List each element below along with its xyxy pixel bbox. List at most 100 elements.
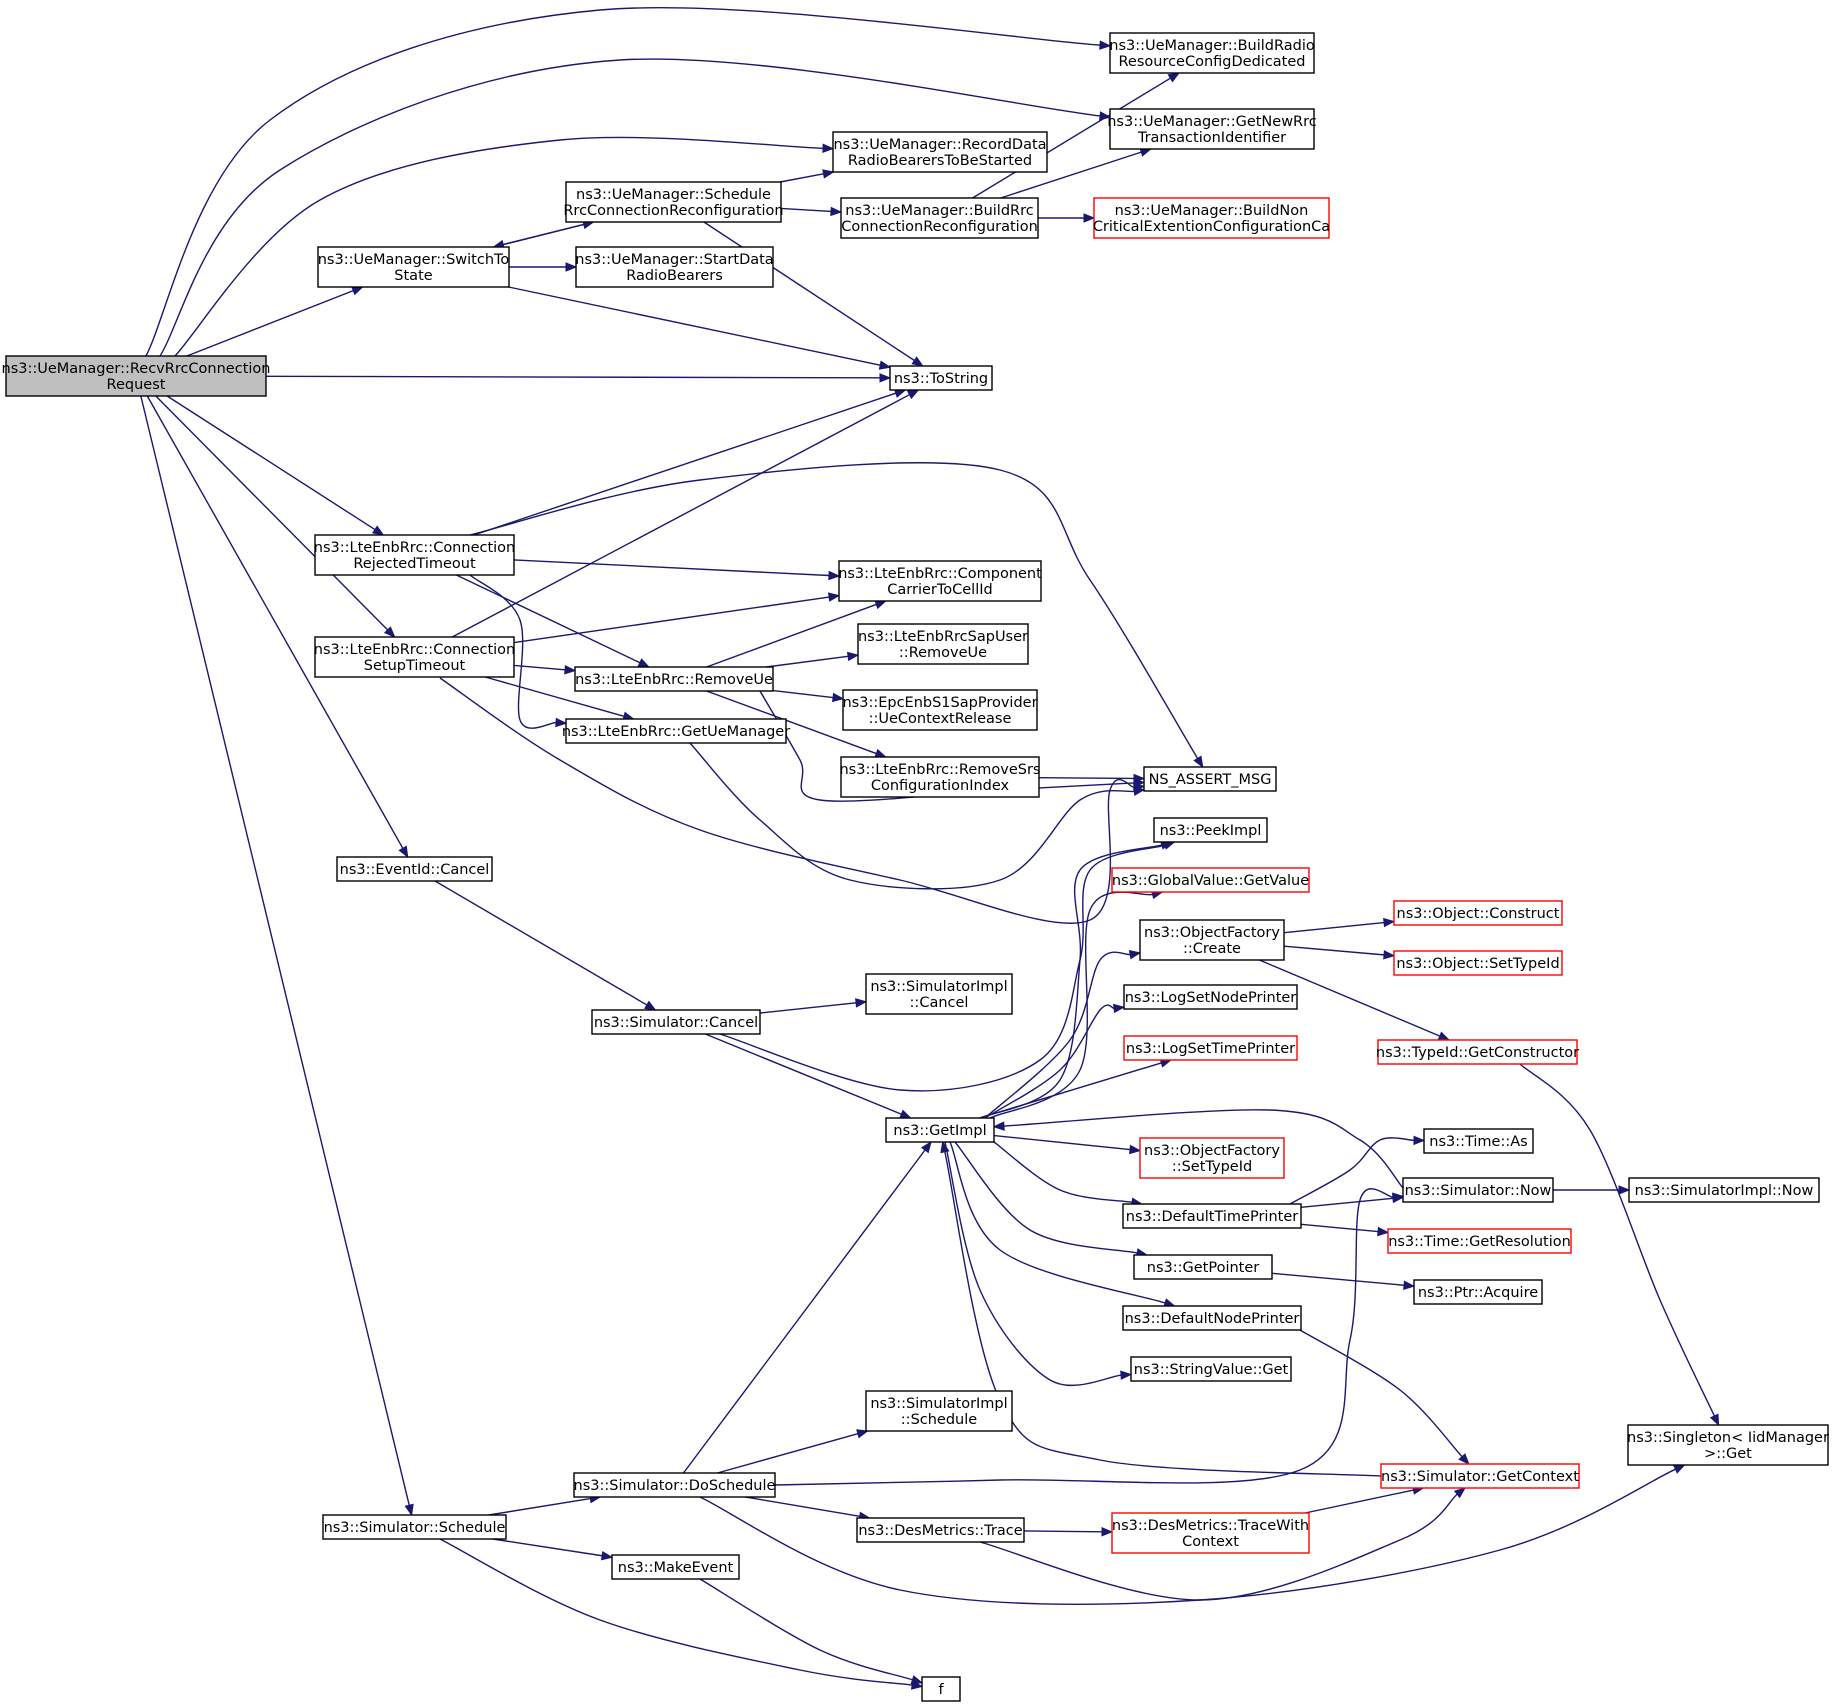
node-f[interactable]: f	[921, 1676, 961, 1702]
node-getImpl[interactable]: ns3::GetImpl	[885, 1117, 995, 1143]
node-buildNon[interactable]: ns3::UeManager::BuildNonCriticalExtentio…	[1093, 197, 1330, 239]
node-label-line: ::RemoveUe	[899, 645, 987, 661]
node-simSchedule[interactable]: ns3::Simulator::Schedule	[322, 1514, 507, 1540]
node-label-line: ns3::Object::SetTypeId	[1396, 956, 1559, 972]
node-simImplNow[interactable]: ns3::SimulatorImpl::Now	[1628, 1177, 1820, 1203]
node-stringValueGet[interactable]: ns3::StringValue::Get	[1130, 1356, 1292, 1382]
node-recordData[interactable]: ns3::UeManager::RecordDataRadioBearersTo…	[832, 131, 1048, 173]
node-objConstruct[interactable]: ns3::Object::Construct	[1393, 900, 1563, 926]
edge-getPointer-to-ptrAcquire	[1271, 1272, 1416, 1290]
node-defaultNodePrinter[interactable]: ns3::DefaultNodePrinter	[1122, 1305, 1302, 1331]
edge-connSetup-to-nsAssert	[439, 677, 1146, 924]
arrowhead-icon	[1101, 1527, 1114, 1537]
node-label-line: CarrierToCellId	[887, 582, 992, 598]
edge-line	[745, 1496, 860, 1518]
node-box	[317, 246, 510, 288]
edge-line	[469, 574, 557, 729]
edge-getImpl-to-logSetNode	[984, 1003, 1126, 1119]
node-desTrace[interactable]: ns3::DesMetrics::Trace	[856, 1517, 1025, 1543]
node-removeSrs[interactable]: ns3::LteEnbRrc::RemoveSrsConfigurationIn…	[839, 756, 1041, 798]
node-label-line: ::Schedule	[901, 1412, 977, 1428]
node-peekImpl[interactable]: ns3::PeekImpl	[1153, 817, 1268, 843]
arrowhead-icon	[920, 1140, 932, 1154]
edge-line	[493, 223, 584, 248]
node-label-line: SetupTimeout	[364, 658, 466, 674]
arrowhead-icon	[856, 1429, 869, 1439]
node-simImplSchedule[interactable]: ns3::SimulatorImpl::Schedule	[865, 1390, 1013, 1432]
node-box	[1387, 1228, 1572, 1254]
node-getNewRrc[interactable]: ns3::UeManager::GetNewRrcTransactionIden…	[1107, 108, 1317, 150]
node-box	[838, 560, 1042, 602]
node-label-line: ns3::LteEnbRrc::RemoveSrs	[839, 762, 1040, 778]
node-typeIdGetCtor[interactable]: ns3::TypeId::GetConstructor	[1376, 1039, 1579, 1065]
node-buildRadio[interactable]: ns3::UeManager::BuildRadioResourceConfig…	[1109, 32, 1315, 74]
edge-line	[1023, 1530, 1103, 1533]
node-epcRelease[interactable]: ns3::EpcEnbS1SapProvider::UeContextRelea…	[842, 689, 1038, 731]
edge-connRejected-to-nsAssert	[469, 462, 1204, 769]
node-label-line: CriticalExtentionConfigurationCa	[1093, 219, 1330, 235]
node-objFactoryCreate[interactable]: ns3::ObjectFactory::Create	[1139, 919, 1285, 961]
node-makeEvent[interactable]: ns3::MakeEvent	[611, 1554, 740, 1580]
node-removeUe[interactable]: ns3::LteEnbRrc::RemoveUe	[574, 666, 774, 692]
edge-line	[993, 1141, 1133, 1204]
edge-line	[979, 1062, 1162, 1119]
arrowhead-icon	[1383, 950, 1396, 960]
arrowhead-icon	[1132, 786, 1146, 797]
node-label-line: f	[938, 1682, 944, 1698]
node-defaultTimePrinter[interactable]: ns3::DefaultTimePrinter	[1122, 1203, 1302, 1229]
node-box	[1093, 197, 1330, 239]
node-simDoSchedule[interactable]: ns3::Simulator::DoSchedule	[573, 1472, 776, 1498]
node-objFactorySetTypeId[interactable]: ns3::ObjectFactory::SetTypeId	[1139, 1137, 1285, 1179]
node-box	[1122, 1203, 1302, 1229]
node-box	[1393, 900, 1563, 926]
node-logSetTime[interactable]: ns3::LogSetTimePrinter	[1123, 1035, 1298, 1061]
node-label-line: ns3::ToString	[894, 371, 988, 387]
edge-scheduleRrc-to-buildRrc	[780, 206, 843, 217]
node-label-line: ns3::LteEnbRrc::Component	[838, 566, 1042, 582]
arrowhead-icon	[404, 1503, 414, 1517]
node-getPointer[interactable]: ns3::GetPointer	[1133, 1254, 1273, 1280]
node-scheduleRrc[interactable]: ns3::UeManager::ScheduleRrcConnectionRec…	[563, 181, 784, 223]
node-simGetContext[interactable]: ns3::Simulator::GetContext	[1380, 1463, 1580, 1489]
edge-line	[456, 574, 641, 664]
node-globalValue[interactable]: ns3::GlobalValue::GetValue	[1111, 867, 1310, 893]
arrowhead-icon	[1383, 917, 1396, 928]
edge-simCancel-to-peekImpl	[719, 840, 1176, 1092]
node-label-line: ns3::PeekImpl	[1160, 823, 1262, 839]
node-sapUserRemove[interactable]: ns3::LteEnbRrcSapUser::RemoveUe	[857, 623, 1029, 665]
node-getUeManager[interactable]: ns3::LteEnbRrc::GetUeManager	[562, 718, 790, 744]
node-ptrAcquire[interactable]: ns3::Ptr::Acquire	[1413, 1279, 1543, 1305]
node-simImplCancel[interactable]: ns3::SimulatorImpl::Cancel	[865, 973, 1013, 1015]
node-connRejected[interactable]: ns3::LteEnbRrc::ConnectionRejectedTimeou…	[314, 534, 516, 576]
node-simCancel[interactable]: ns3::Simulator::Cancel	[591, 1009, 761, 1035]
node-nsAssert[interactable]: NS_ASSERT_MSG	[1143, 766, 1277, 792]
edge-line	[949, 1141, 1166, 1304]
node-singletonGet[interactable]: ns3::Singleton< IidManager>::Get	[1627, 1424, 1829, 1466]
node-eventCancel[interactable]: ns3::EventId::Cancel	[336, 856, 493, 882]
edge-line	[1289, 1137, 1415, 1205]
node-timeAs[interactable]: ns3::Time::As	[1423, 1128, 1534, 1154]
edge-line	[759, 1002, 857, 1014]
node-logSetNode[interactable]: ns3::LogSetNodePrinter	[1123, 984, 1298, 1010]
node-simNow[interactable]: ns3::Simulator::Now	[1402, 1177, 1554, 1203]
node-timeGetRes[interactable]: ns3::Time::GetResolution	[1387, 1228, 1572, 1254]
arrowhead-icon	[874, 600, 887, 610]
edge-makeEvent-to-f	[699, 1578, 924, 1685]
node-label-line: ns3::MakeEvent	[618, 1560, 734, 1576]
node-objSetTypeId[interactable]: ns3::Object::SetTypeId	[1393, 950, 1563, 976]
edge-line	[779, 173, 824, 183]
node-toString[interactable]: ns3::ToString	[889, 365, 993, 391]
arrowhead-icon	[846, 651, 860, 662]
edge-line	[719, 844, 1166, 1092]
edge-line	[492, 1538, 603, 1557]
edge-desTrace-to-simGetContext	[979, 1487, 1467, 1601]
node-buildRrc[interactable]: ns3::UeManager::BuildRrcConnectionReconf…	[840, 197, 1039, 239]
node-label-line: ns3::DesMetrics::TraceWith	[1112, 1518, 1309, 1534]
node-label-line: ns3::UeManager::RecordData	[833, 137, 1046, 153]
